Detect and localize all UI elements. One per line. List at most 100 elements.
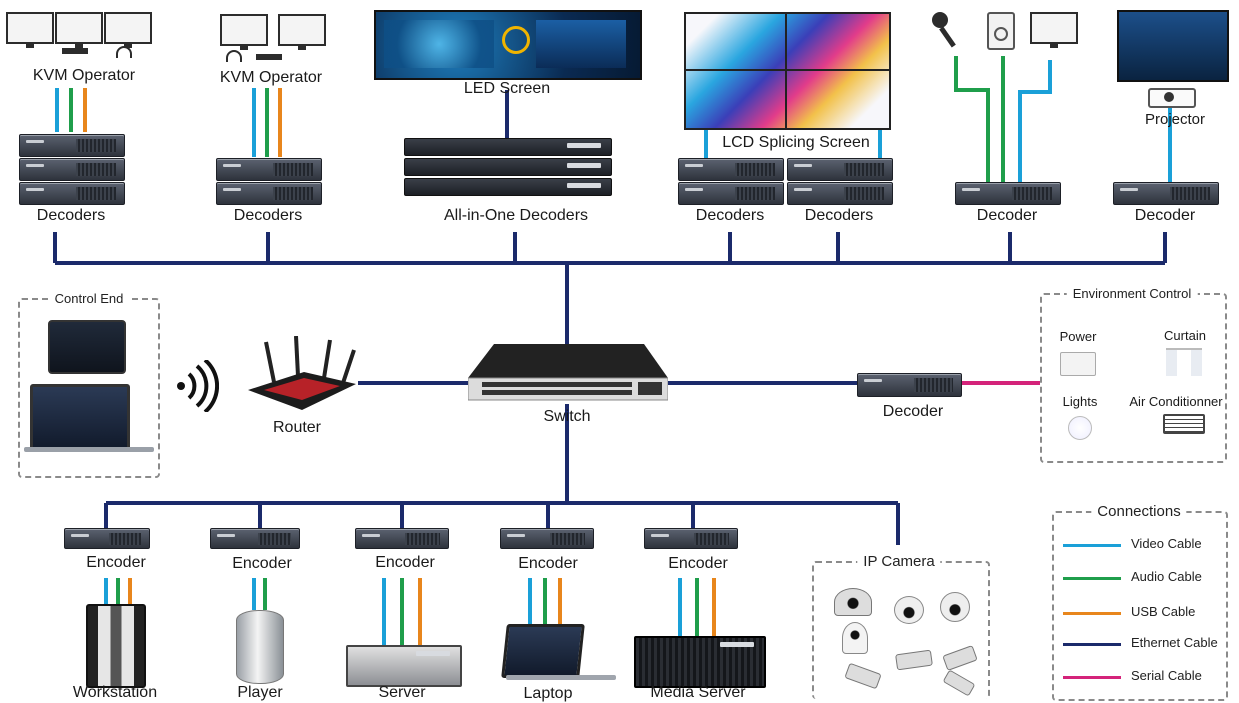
kvm-operator-label-2: KVM Operator	[219, 69, 323, 86]
decoder-unit	[955, 182, 1061, 205]
lcd-splicing-label: LCD Splicing Screen	[718, 134, 874, 152]
power-label: Power	[1059, 329, 1097, 344]
media-server-icon	[634, 636, 766, 688]
switch-label: Switch	[543, 408, 591, 425]
tablet-icon	[48, 320, 126, 374]
led-screen-label: LED Screen	[463, 80, 551, 97]
decoder-unit	[787, 182, 893, 205]
monitor-icon	[1030, 12, 1078, 48]
laptop-label: Laptop	[523, 685, 573, 702]
legend-title: Connections	[1091, 503, 1187, 520]
all-in-one-decoder	[404, 178, 612, 196]
decoder-label: Decoder	[976, 207, 1038, 224]
legend-item-label: Serial Cable	[1131, 668, 1202, 683]
projector-icon	[1148, 88, 1196, 108]
dome-camera-icon	[894, 596, 924, 624]
keyboard-icon	[256, 54, 282, 60]
legend-item-label: Video Cable	[1131, 536, 1202, 551]
control-end-title: Control End	[48, 291, 130, 306]
decoder-unit	[678, 182, 784, 205]
laptop-base	[24, 447, 154, 452]
encoder-unit	[644, 528, 738, 549]
kvm2-cables	[252, 88, 282, 157]
legend-item-serial: Serial Cable	[1063, 667, 1213, 687]
encoder-label: Encoder	[86, 554, 146, 571]
decoder-unit	[19, 158, 125, 181]
router-label: Router	[272, 419, 322, 436]
all-in-one-decoder	[404, 158, 612, 176]
kvm-operator-label-1: KVM Operator	[32, 67, 136, 84]
encoder-label: Encoder	[232, 555, 292, 572]
projector-screen	[1117, 10, 1229, 82]
legend-item-audio: Audio Cable	[1063, 568, 1213, 588]
legend-item-usb: USB Cable	[1063, 603, 1213, 623]
headset-icon	[226, 50, 242, 62]
microphone-icon	[932, 12, 948, 28]
keyboard-icon	[62, 48, 88, 54]
light-bulb-icon	[1068, 416, 1092, 440]
kvm1-cables	[55, 88, 87, 132]
all-in-one-decoder	[404, 138, 612, 156]
decoders-label: Decoders	[804, 207, 874, 224]
server-label: Server	[378, 684, 426, 701]
environment-control-box	[1040, 293, 1227, 463]
player-label: Player	[237, 684, 283, 701]
decoder-unit	[216, 158, 322, 181]
legend-item-video: Video Cable	[1063, 535, 1213, 555]
legend-item-label: Audio Cable	[1131, 569, 1202, 584]
decoder-unit	[19, 134, 125, 157]
decoders-label: Decoders	[36, 207, 106, 224]
decoder-unit	[216, 182, 322, 205]
laptop-icon	[30, 384, 130, 452]
all-in-one-decoders-label: All-in-One Decoders	[443, 207, 589, 224]
encoder-unit	[210, 528, 300, 549]
router-icon	[248, 336, 356, 410]
home-camera-icon	[842, 622, 868, 654]
air-conditioner-icon	[1163, 414, 1205, 434]
environment-control-title: Environment Control	[1066, 286, 1198, 301]
curtain-icon	[1166, 348, 1202, 376]
decoder-unit	[678, 158, 784, 181]
workstation-icon	[86, 604, 146, 688]
player-icon	[236, 610, 284, 684]
monitor-icon	[104, 12, 152, 48]
decoder-unit	[1113, 182, 1219, 205]
lights-label: Lights	[1062, 394, 1098, 409]
media-server-label: Media Server	[650, 684, 746, 701]
decoder-label: Decoder	[1134, 207, 1196, 224]
wifi-icon	[177, 360, 219, 412]
server-icon	[346, 645, 462, 687]
legend-item-ethernet: Ethernet Cable	[1063, 634, 1218, 654]
encoder-label: Encoder	[375, 554, 435, 571]
decoders-label: Decoders	[695, 207, 765, 224]
speaker-icon	[987, 12, 1015, 50]
headset-icon	[116, 46, 132, 58]
projector-label: Projector	[1144, 111, 1206, 128]
decoder-unit	[857, 373, 962, 397]
encoder-label: Encoder	[668, 555, 728, 572]
encoder-unit	[355, 528, 449, 549]
decoders-label: Decoders	[233, 207, 303, 224]
monitor-icon	[278, 14, 326, 50]
av-cables	[954, 56, 1052, 183]
lcd-splicing-screen	[684, 12, 891, 130]
workstation-label: Workstation	[72, 684, 158, 701]
monitor-icon	[6, 12, 54, 48]
encoder-unit	[64, 528, 150, 549]
monitor-icon	[220, 14, 268, 50]
air-conditioner-label: Air Conditionner	[1129, 394, 1223, 409]
encoder-unit	[500, 528, 594, 549]
ethernet-cables	[53, 90, 1167, 545]
dome-camera-icon	[940, 592, 970, 622]
switch-icon	[468, 344, 668, 401]
curtain-label: Curtain	[1164, 328, 1206, 343]
power-outlet-icon	[1060, 352, 1096, 376]
legend-item-label: Ethernet Cable	[1131, 635, 1218, 650]
decoder-label: Decoder	[882, 403, 944, 420]
led-screen	[374, 10, 642, 80]
laptop-base	[506, 675, 616, 680]
encoder-label: Encoder	[518, 555, 578, 572]
decoder-unit	[19, 182, 125, 205]
decoder-unit	[787, 158, 893, 181]
